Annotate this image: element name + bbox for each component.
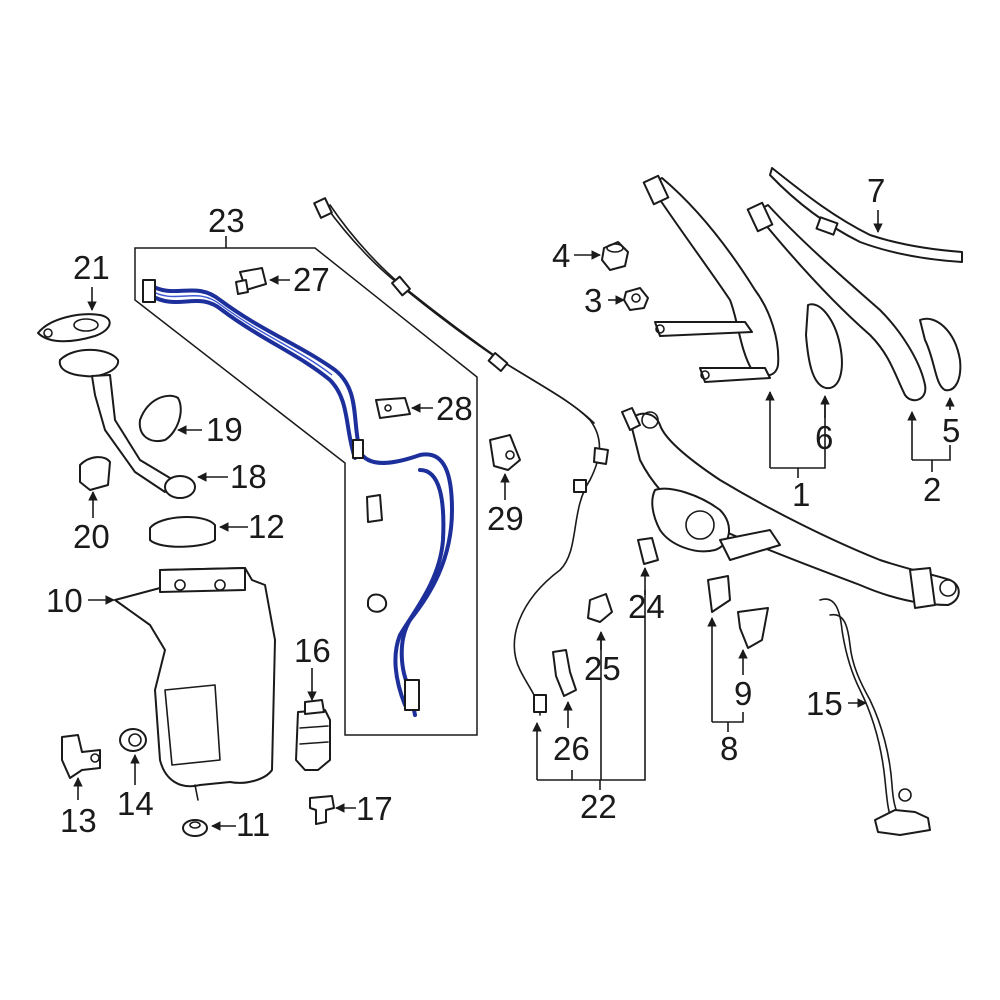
callout-3: 3 (584, 282, 602, 319)
nozzle-29[interactable] (489, 434, 521, 471)
callout-7: 7 (867, 172, 885, 209)
callout-16: 16 (294, 632, 331, 669)
wiper-linkage-motor[interactable] (621, 407, 960, 609)
callout-5: 5 (942, 412, 960, 449)
callout-27: 27 (293, 261, 330, 298)
washer-pump-16[interactable] (295, 699, 331, 771)
callout-18: 18 (230, 458, 267, 495)
hose-clip-28[interactable] (375, 397, 411, 419)
connector-26[interactable] (552, 649, 577, 697)
washer-reservoir-10[interactable] (114, 567, 276, 801)
callout-24: 24 (628, 588, 665, 625)
callout-11: 11 (236, 806, 270, 843)
callout-6: 6 (815, 419, 833, 456)
nut-3[interactable] (623, 287, 649, 311)
bracket-9[interactable] (737, 607, 769, 649)
grommet-11[interactable] (182, 819, 208, 837)
callout-14: 14 (117, 785, 154, 822)
callout-28: 28 (436, 390, 473, 427)
arm-cover-5[interactable] (919, 317, 962, 392)
callout-4: 4 (552, 237, 570, 274)
hose-clip-small[interactable] (366, 494, 383, 523)
callout-9: 9 (734, 675, 752, 712)
callout-26: 26 (553, 730, 590, 767)
washer-hose-assembly[interactable] (142, 279, 454, 717)
nut-4[interactable] (601, 241, 629, 271)
hose-assembly-group-outline (134, 247, 478, 736)
callout-13: 13 (60, 802, 97, 839)
grommet-14[interactable] (119, 728, 147, 752)
callout-21: 21 (73, 249, 110, 286)
washer-hose-22[interactable] (313, 197, 609, 716)
reservoir-cap-12[interactable] (149, 516, 216, 548)
callout-12: 12 (248, 508, 285, 545)
connector-25[interactable] (587, 593, 613, 623)
bracket-8[interactable] (707, 575, 731, 613)
callout-23: 23 (208, 202, 245, 239)
callout-20: 20 (73, 518, 110, 555)
clip-20[interactable] (79, 456, 111, 491)
callout-25: 25 (584, 650, 621, 687)
arm-cover-6[interactable] (805, 303, 843, 390)
gasket-21[interactable] (37, 313, 111, 343)
callout-29: 29 (487, 500, 524, 537)
level-sensor-13[interactable] (61, 734, 101, 779)
seal-19[interactable] (138, 394, 182, 442)
callout-10: 10 (46, 582, 83, 619)
washer-hose-15[interactable] (819, 598, 931, 836)
wiper-arm-1[interactable] (642, 174, 780, 383)
fastener-17[interactable] (309, 795, 335, 825)
wiper-arm-2[interactable] (746, 201, 927, 402)
hose-clip-27[interactable] (235, 267, 267, 295)
callout-22: 22 (580, 788, 617, 825)
connector-24[interactable] (637, 537, 659, 565)
callout-19: 19 (206, 411, 243, 448)
callout-15: 15 (806, 685, 843, 722)
callout-1: 1 (792, 476, 810, 513)
callout-8: 8 (720, 730, 738, 767)
wiper-blade-7[interactable] (769, 167, 963, 263)
hose-clip-round[interactable] (367, 593, 388, 613)
filler-neck-18[interactable] (58, 348, 196, 499)
callout-2: 2 (923, 471, 941, 508)
callout-17: 17 (356, 790, 393, 827)
